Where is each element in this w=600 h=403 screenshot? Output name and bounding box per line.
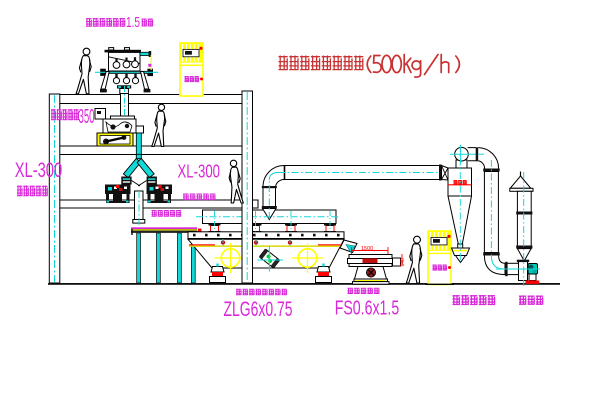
svg-text:XL-300: XL-300 (178, 162, 221, 182)
svg-text:350: 350 (79, 106, 95, 128)
svg-text:XL-300: XL-300 (15, 159, 63, 182)
svg-text:ZLG6x0.75: ZLG6x0.75 (224, 298, 293, 321)
svg-text:1.5: 1.5 (126, 14, 140, 31)
svg-text:540: 540 (400, 258, 406, 267)
svg-text:1500: 1500 (361, 246, 373, 252)
svg-text:FS0.6x1.5: FS0.6x1.5 (335, 298, 400, 320)
